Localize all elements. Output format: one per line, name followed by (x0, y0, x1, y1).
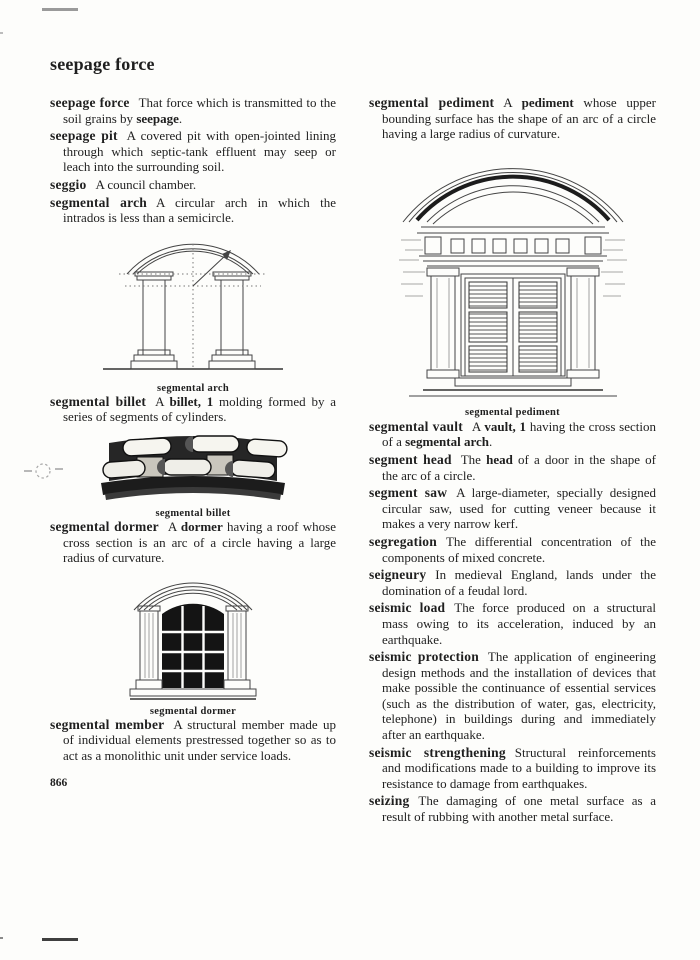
figure-segmental-billet: segmental billet (50, 427, 336, 519)
figure-caption: segmental billet (155, 507, 231, 519)
figure-caption: segmental dormer (149, 705, 237, 717)
entry-definition: A billet, 1 molding formed by a series o… (63, 393, 337, 425)
entry-term: seismic strengthening (369, 744, 506, 760)
entry-term: segmental vault (369, 418, 463, 434)
entry-definition: A dormer having a roof whose cross secti… (63, 518, 336, 566)
entry-term: seismic protection (369, 649, 479, 665)
segmental-dormer-illustration (129, 582, 257, 700)
scan-edge-tick (0, 937, 3, 939)
entry-term: seggio (50, 176, 87, 192)
entry-term: segmental dormer (50, 518, 159, 534)
figure-segmental-pediment: segmental pediment (369, 144, 656, 418)
entry-definition: Structural reinforcements and modificati… (382, 744, 656, 791)
entry-definition: In medieval England, lands under the dom… (382, 567, 656, 598)
entry-definition: The force produced on a structural mass … (382, 600, 656, 647)
entry-definition: A council chamber. (95, 176, 197, 192)
entry-definition: The application of engineering design me… (382, 649, 656, 743)
dictionary-entry: seggio A council chamber. (50, 177, 336, 193)
entry-term: seepage pit (50, 128, 118, 144)
figure-caption: segmental pediment (465, 406, 560, 418)
page-number: 866 (50, 776, 68, 789)
figure-segmental-arch: segmental arch (50, 228, 336, 394)
entry-term: seismic load (369, 600, 446, 616)
entry-definition: A structural member made up of individua… (63, 716, 336, 763)
scan-mark-bottom (42, 938, 78, 941)
entry-definition: A circular arch in which the intrados is… (63, 194, 336, 226)
entry-term: seizing (369, 793, 410, 809)
segmental-arch-illustration (103, 243, 283, 370)
entry-term: segregation (369, 533, 437, 549)
entry-definition: A pediment whose upper bounding surface … (382, 95, 657, 142)
registration-mark-icon (24, 463, 63, 479)
figure-segmental-dormer: segmental dormer (50, 568, 336, 717)
scan-edge-tick (0, 32, 3, 34)
entry-definition: That force which is transmitted to the s… (63, 95, 336, 126)
scan-mark-top (42, 8, 78, 11)
figure-caption: segmental arch (157, 382, 229, 394)
entry-term: seigneury (369, 567, 427, 583)
entry-term: segmental billet (50, 393, 147, 409)
segmental-billet-illustration (101, 435, 288, 500)
running-head: seepage force (50, 54, 155, 75)
entry-definition: The differential concentration of the co… (382, 533, 656, 565)
entry-definition: The damaging of one metal surface as a r… (382, 793, 656, 825)
entry-term: segmental arch (50, 194, 147, 210)
entry-term: segmental member (50, 716, 165, 732)
entry-term: segment saw (369, 485, 448, 501)
entry-term: segmental pediment (369, 95, 495, 110)
entry-definition: A covered pit with open-jointed lining t… (63, 128, 336, 175)
entry-definition: A vault, 1 having the cross section of a… (382, 418, 656, 450)
entry-definition: The head of a door in the shape of the a… (382, 451, 656, 483)
segmental-pediment-illustration (398, 167, 627, 397)
entry-term: segment head (369, 451, 452, 467)
entry-definition: A large-diameter, specially designed cir… (382, 485, 656, 532)
entry-term: seepage force (50, 95, 130, 110)
